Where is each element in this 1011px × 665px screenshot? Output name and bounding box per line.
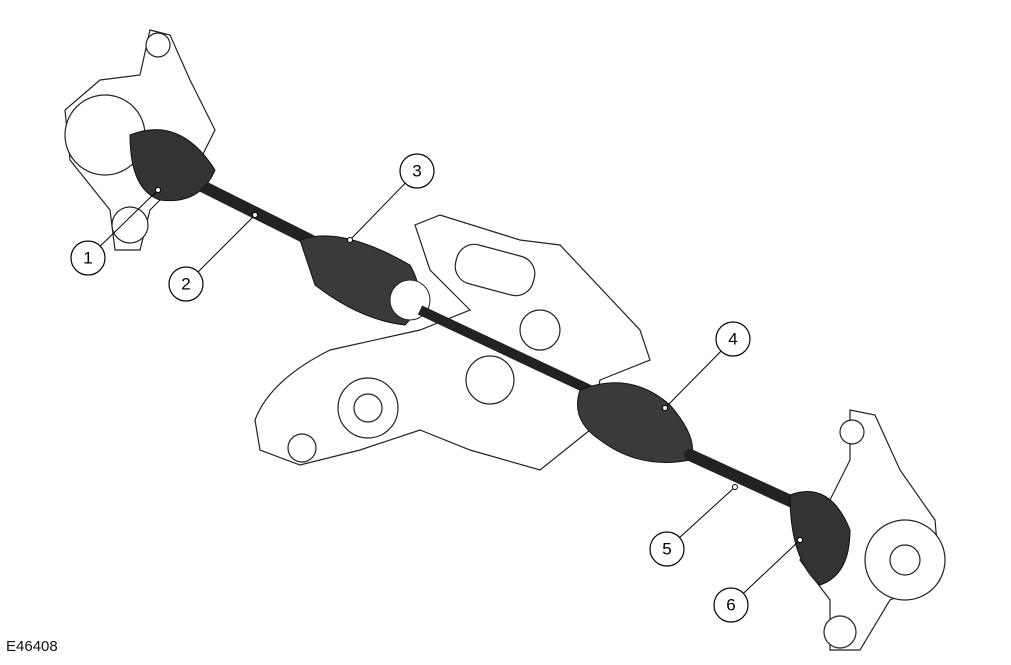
callout-number: 3 bbox=[412, 162, 421, 181]
leader-dot bbox=[252, 212, 258, 218]
leader-dot bbox=[347, 237, 353, 243]
callout-circle bbox=[649, 531, 685, 567]
callout-number: 6 bbox=[726, 596, 735, 615]
leader-dot bbox=[155, 187, 161, 193]
callout-4: 4 bbox=[662, 321, 751, 411]
leader-line bbox=[679, 486, 736, 538]
leader-line bbox=[664, 350, 722, 409]
callout-1: 1 bbox=[70, 187, 161, 276]
callout-circle bbox=[399, 153, 435, 189]
callout-number: 1 bbox=[83, 249, 92, 268]
leader-line bbox=[197, 214, 256, 273]
callouts: 1 2 3 4 5 6 bbox=[70, 153, 803, 623]
leader-dot bbox=[732, 484, 738, 490]
figure-id: E46408 bbox=[6, 638, 58, 655]
left-half-shaft bbox=[129, 129, 593, 395]
callout-circle bbox=[168, 266, 204, 302]
right-half-shaft bbox=[577, 382, 851, 586]
callout-circle bbox=[713, 587, 749, 623]
callout-number: 4 bbox=[728, 330, 737, 349]
leader-dot bbox=[797, 537, 803, 543]
callout-circle bbox=[715, 321, 751, 357]
leader-dot bbox=[662, 405, 668, 411]
callout-3: 3 bbox=[347, 153, 435, 243]
callout-6: 6 bbox=[713, 537, 803, 623]
right-wheel-hub bbox=[799, 409, 946, 651]
callout-number: 5 bbox=[662, 540, 671, 559]
callout-2: 2 bbox=[168, 212, 258, 302]
callout-number: 2 bbox=[181, 275, 190, 294]
leader-line bbox=[743, 539, 801, 594]
callout-5: 5 bbox=[649, 484, 738, 567]
differential-housing bbox=[254, 214, 651, 471]
leader-line bbox=[349, 182, 406, 241]
leader-line bbox=[99, 189, 159, 247]
callout-circle bbox=[70, 240, 106, 276]
